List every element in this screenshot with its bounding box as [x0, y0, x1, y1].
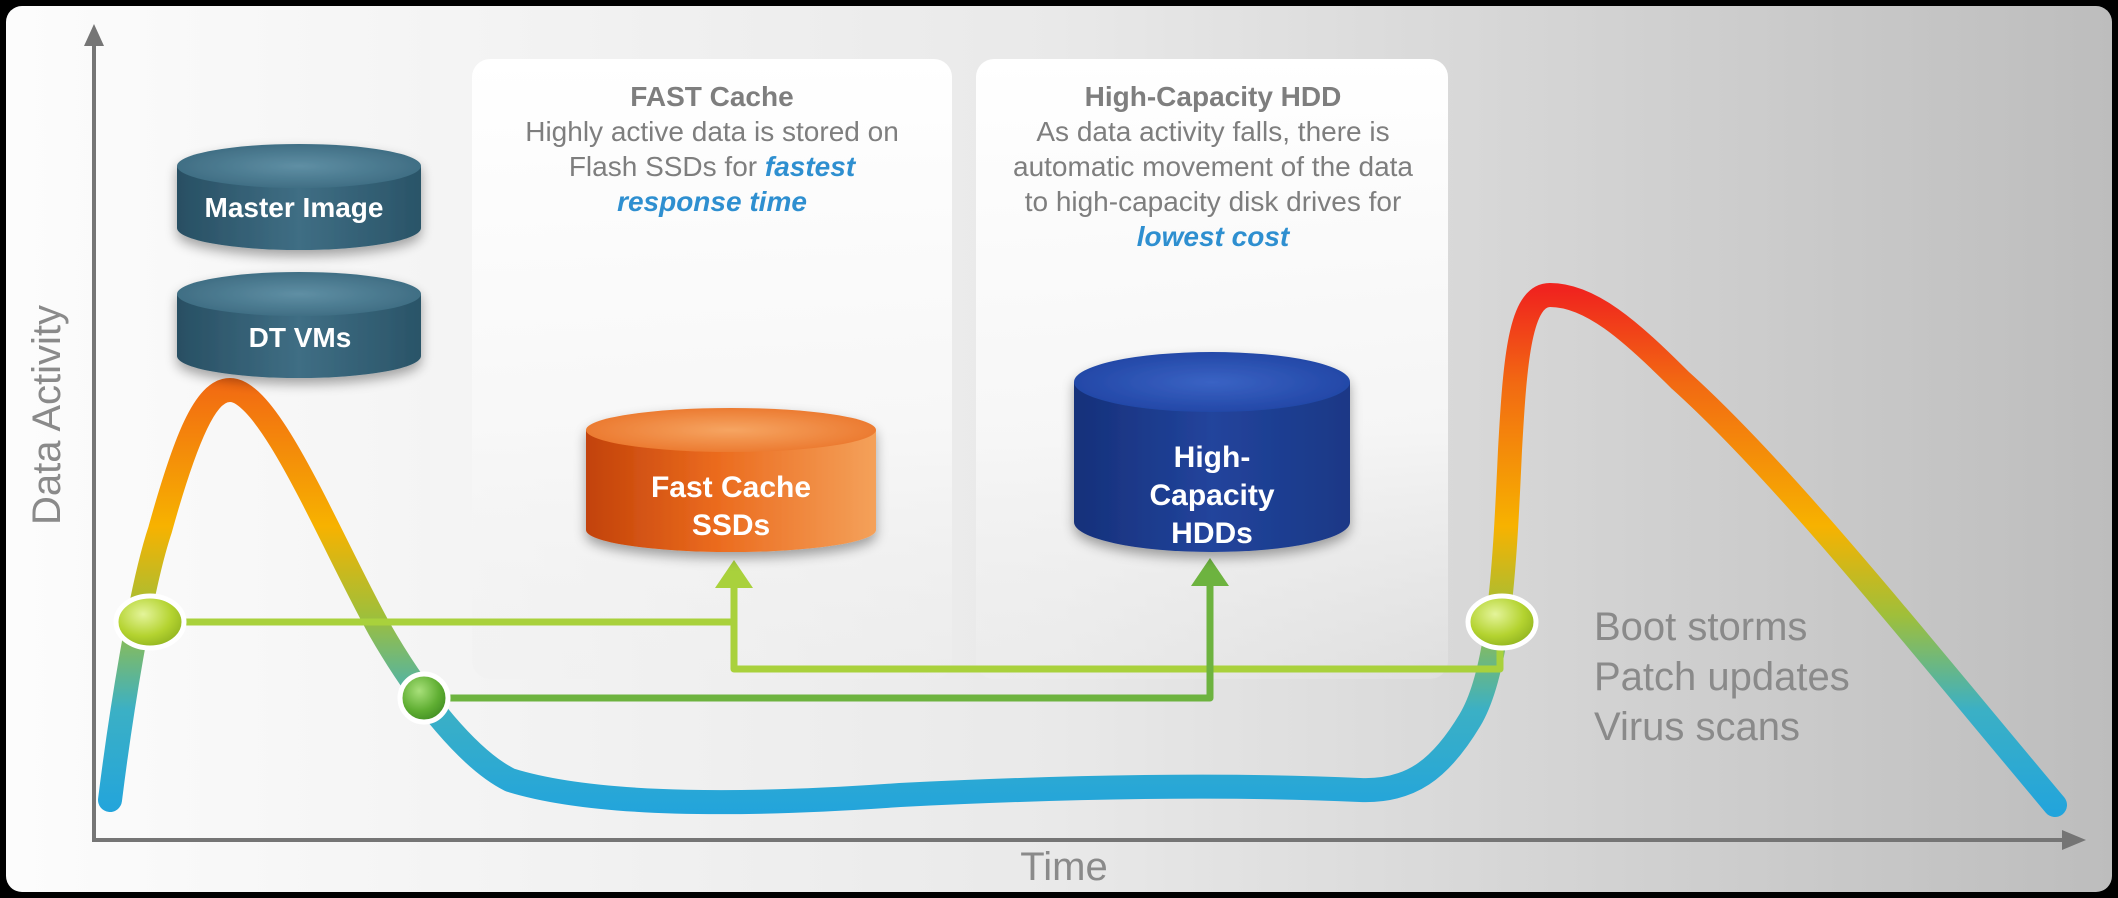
hdd-desc-line-3: to high-capacity disk drives for: [1025, 186, 1402, 217]
x-axis-arrow-icon: [2062, 830, 2086, 850]
fast-cache-emphasis-line: response time: [617, 186, 807, 217]
hdd-cylinder: High- Capacity HDDs: [1074, 352, 1350, 552]
fast-cache-desc-line-1: Highly active data is stored on: [525, 116, 899, 147]
activity-curve: [98, 283, 2067, 817]
event-virus-scans: Virus scans: [1594, 705, 1800, 749]
fast-cache-title: FAST Cache: [630, 81, 793, 112]
hdd-label-line-3: HDDs: [1171, 517, 1253, 550]
fast-cache-desc-line-2-text: Flash SSDs for: [569, 151, 765, 182]
threshold-dot-spike: [1465, 593, 1539, 651]
hdd-desc-line-2: automatic movement of the data: [1013, 151, 1413, 182]
ssd-cylinder: Fast Cache SSDs: [586, 408, 876, 552]
y-axis-label: Data Activity: [25, 305, 69, 525]
ssd-label-line-2: SSDs: [692, 509, 770, 542]
fast-cache-desc-line-2: Flash SSDs for fastest: [569, 151, 857, 182]
y-axis-arrow-icon: [84, 24, 104, 46]
hdd-title: High-Capacity HDD: [1085, 81, 1342, 112]
hdd-label-line-2: Capacity: [1149, 479, 1274, 512]
hdd-desc-line-1: As data activity falls, there is: [1036, 116, 1389, 147]
fast-cache-emphasis-inline: fastest: [765, 151, 857, 182]
event-boot-storms: Boot storms: [1594, 605, 1807, 649]
ssd-label-line-1: Fast Cache: [651, 471, 811, 504]
event-patch-updates: Patch updates: [1594, 655, 1850, 699]
hdd-connector-line: [420, 576, 1214, 702]
hdd-arrow-icon: [1191, 558, 1229, 586]
dt-vms-label: DT VMs: [249, 322, 352, 353]
hdd-emphasis-line: lowest cost: [1137, 221, 1291, 252]
master-image-label: Master Image: [205, 192, 384, 223]
hdd-label-line-1: High-: [1174, 441, 1251, 474]
dt-vms-cylinder: DT VMs: [177, 272, 421, 378]
threshold-dot-rising: [113, 593, 187, 651]
master-image-cylinder: Master Image: [177, 144, 421, 250]
x-axis-label: Time: [1020, 845, 1107, 889]
threshold-dot-falling: [397, 671, 451, 725]
ssd-arrow-icon: [715, 560, 753, 588]
